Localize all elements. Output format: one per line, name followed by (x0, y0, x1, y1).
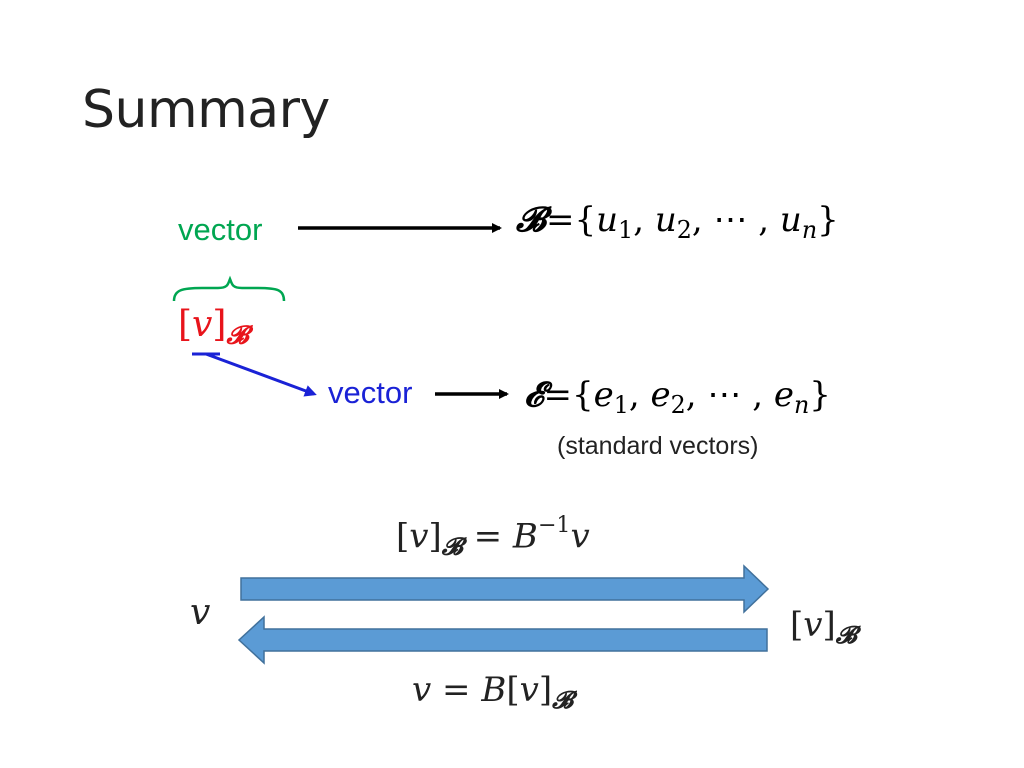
basis-b-close: } (817, 200, 839, 240)
basis-b-u1-sub: 1 (618, 216, 634, 245)
formula-top-close: ] (428, 516, 442, 557)
block-arrow-right (240, 564, 770, 614)
formula-bottom-close: ] (538, 670, 553, 710)
formula-bottom-v2: v (519, 670, 539, 710)
basis-e-e2-sub: 2 (670, 391, 686, 420)
basis-b-u1: u (596, 200, 619, 240)
formula-top-b: B (512, 516, 538, 557)
formula-bottom: v = B[v]𝓑 (412, 670, 573, 714)
basis-e-symbol: 𝓔 (524, 375, 544, 415)
coord-vector: [v]𝓑 (178, 304, 249, 352)
top-vector-label: vector (178, 212, 263, 247)
coord-close: ] (212, 304, 227, 345)
coord-open: [ (178, 304, 193, 345)
standard-vectors-note: (standard vectors) (557, 432, 759, 460)
basis-e-e2: e (650, 375, 671, 415)
basis-b-u2: u (654, 200, 677, 240)
slide-title: Summary (82, 80, 330, 140)
basis-e-eq: = (543, 375, 572, 415)
right-symbol: [v]𝓑 (790, 605, 857, 649)
basis-b-u2-sub: 2 (676, 216, 692, 245)
formula-top-open: [ (396, 516, 410, 557)
right-symbol-sub: 𝓑 (835, 621, 857, 650)
formula-bottom-b: B (481, 670, 507, 710)
formula-top-v: v (409, 516, 429, 557)
right-symbol-v: v (803, 605, 823, 645)
basis-e-close: } (809, 375, 831, 415)
basis-b-un: u (779, 200, 802, 240)
basis-e-set: 𝓔={e1, e2, ⋯ , en} (524, 375, 831, 420)
right-symbol-open: [ (790, 605, 804, 645)
right-symbol-close: ] (822, 605, 836, 645)
basis-b-set: 𝓑={u1, u2, ⋯ , un} (516, 200, 839, 245)
green-brace (172, 275, 286, 302)
basis-b-un-sub: n (801, 216, 818, 245)
basis-e-e1: e (593, 375, 614, 415)
coord-v: v (192, 304, 213, 345)
coord-sub: 𝓑 (226, 319, 249, 350)
block-arrow-left (237, 615, 768, 665)
bottom-vector-label: vector (328, 375, 413, 410)
basis-e-e1-sub: 1 (613, 391, 629, 420)
formula-bottom-v: v (412, 670, 432, 710)
formula-bottom-sub: 𝓑 (552, 686, 574, 715)
basis-e-en-sub: n (793, 391, 810, 420)
formula-top-exp: −1 (537, 512, 571, 538)
basis-e-open: { (571, 375, 594, 415)
formula-top-v2: v (570, 516, 590, 557)
basis-b-dots: ⋯ (713, 200, 748, 240)
basis-b-open: { (574, 200, 597, 240)
basis-e-en: e (773, 375, 794, 415)
formula-bottom-open: [ (506, 670, 520, 710)
formula-top-eq: = (473, 516, 503, 557)
formula-top: [v]𝓑 = B−1v (396, 512, 590, 561)
basis-b-eq: = (546, 200, 575, 240)
blue-arrow (205, 352, 317, 397)
basis-e-dots: ⋯ (707, 375, 742, 415)
formula-top-sub: 𝓑 (441, 532, 463, 561)
left-symbol-v: v (190, 592, 211, 633)
basis-b-symbol: 𝓑 (516, 200, 546, 240)
formula-bottom-eq: = (442, 670, 471, 710)
